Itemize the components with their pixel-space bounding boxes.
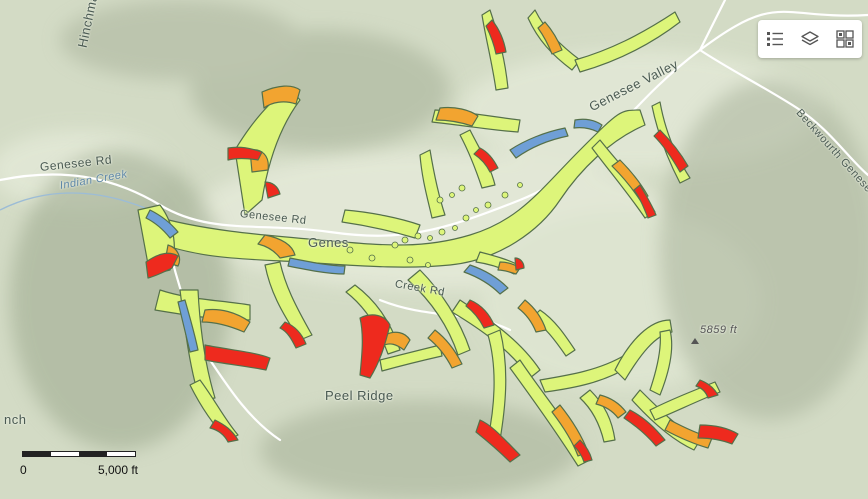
label-genesee-center: Genes [308, 235, 349, 250]
basemap-gallery-icon [835, 30, 854, 48]
legend-button[interactable] [762, 26, 788, 52]
layers-icon [801, 31, 819, 46]
map-toolbar [758, 20, 862, 58]
indian-creek-line [0, 192, 151, 211]
basemap-gallery-button[interactable] [832, 26, 858, 52]
scale-zero-label: 0 [20, 463, 27, 477]
label-peel-ridge: Peel Ridge [325, 388, 394, 403]
peak-marker-icon [691, 338, 699, 344]
burn-severity-layer [137, 9, 739, 467]
legend-list-icon [767, 32, 784, 46]
label-peak-elevation: 5859 ft [700, 324, 738, 336]
layers-button[interactable] [797, 26, 823, 52]
label-ranch: nch [4, 412, 27, 427]
scale-bar-line [22, 451, 136, 457]
scattered-patches [346, 182, 523, 268]
scale-distance-label: 5,000 ft [97, 463, 138, 477]
scale-bar: 0 5,000 ft [20, 447, 138, 477]
